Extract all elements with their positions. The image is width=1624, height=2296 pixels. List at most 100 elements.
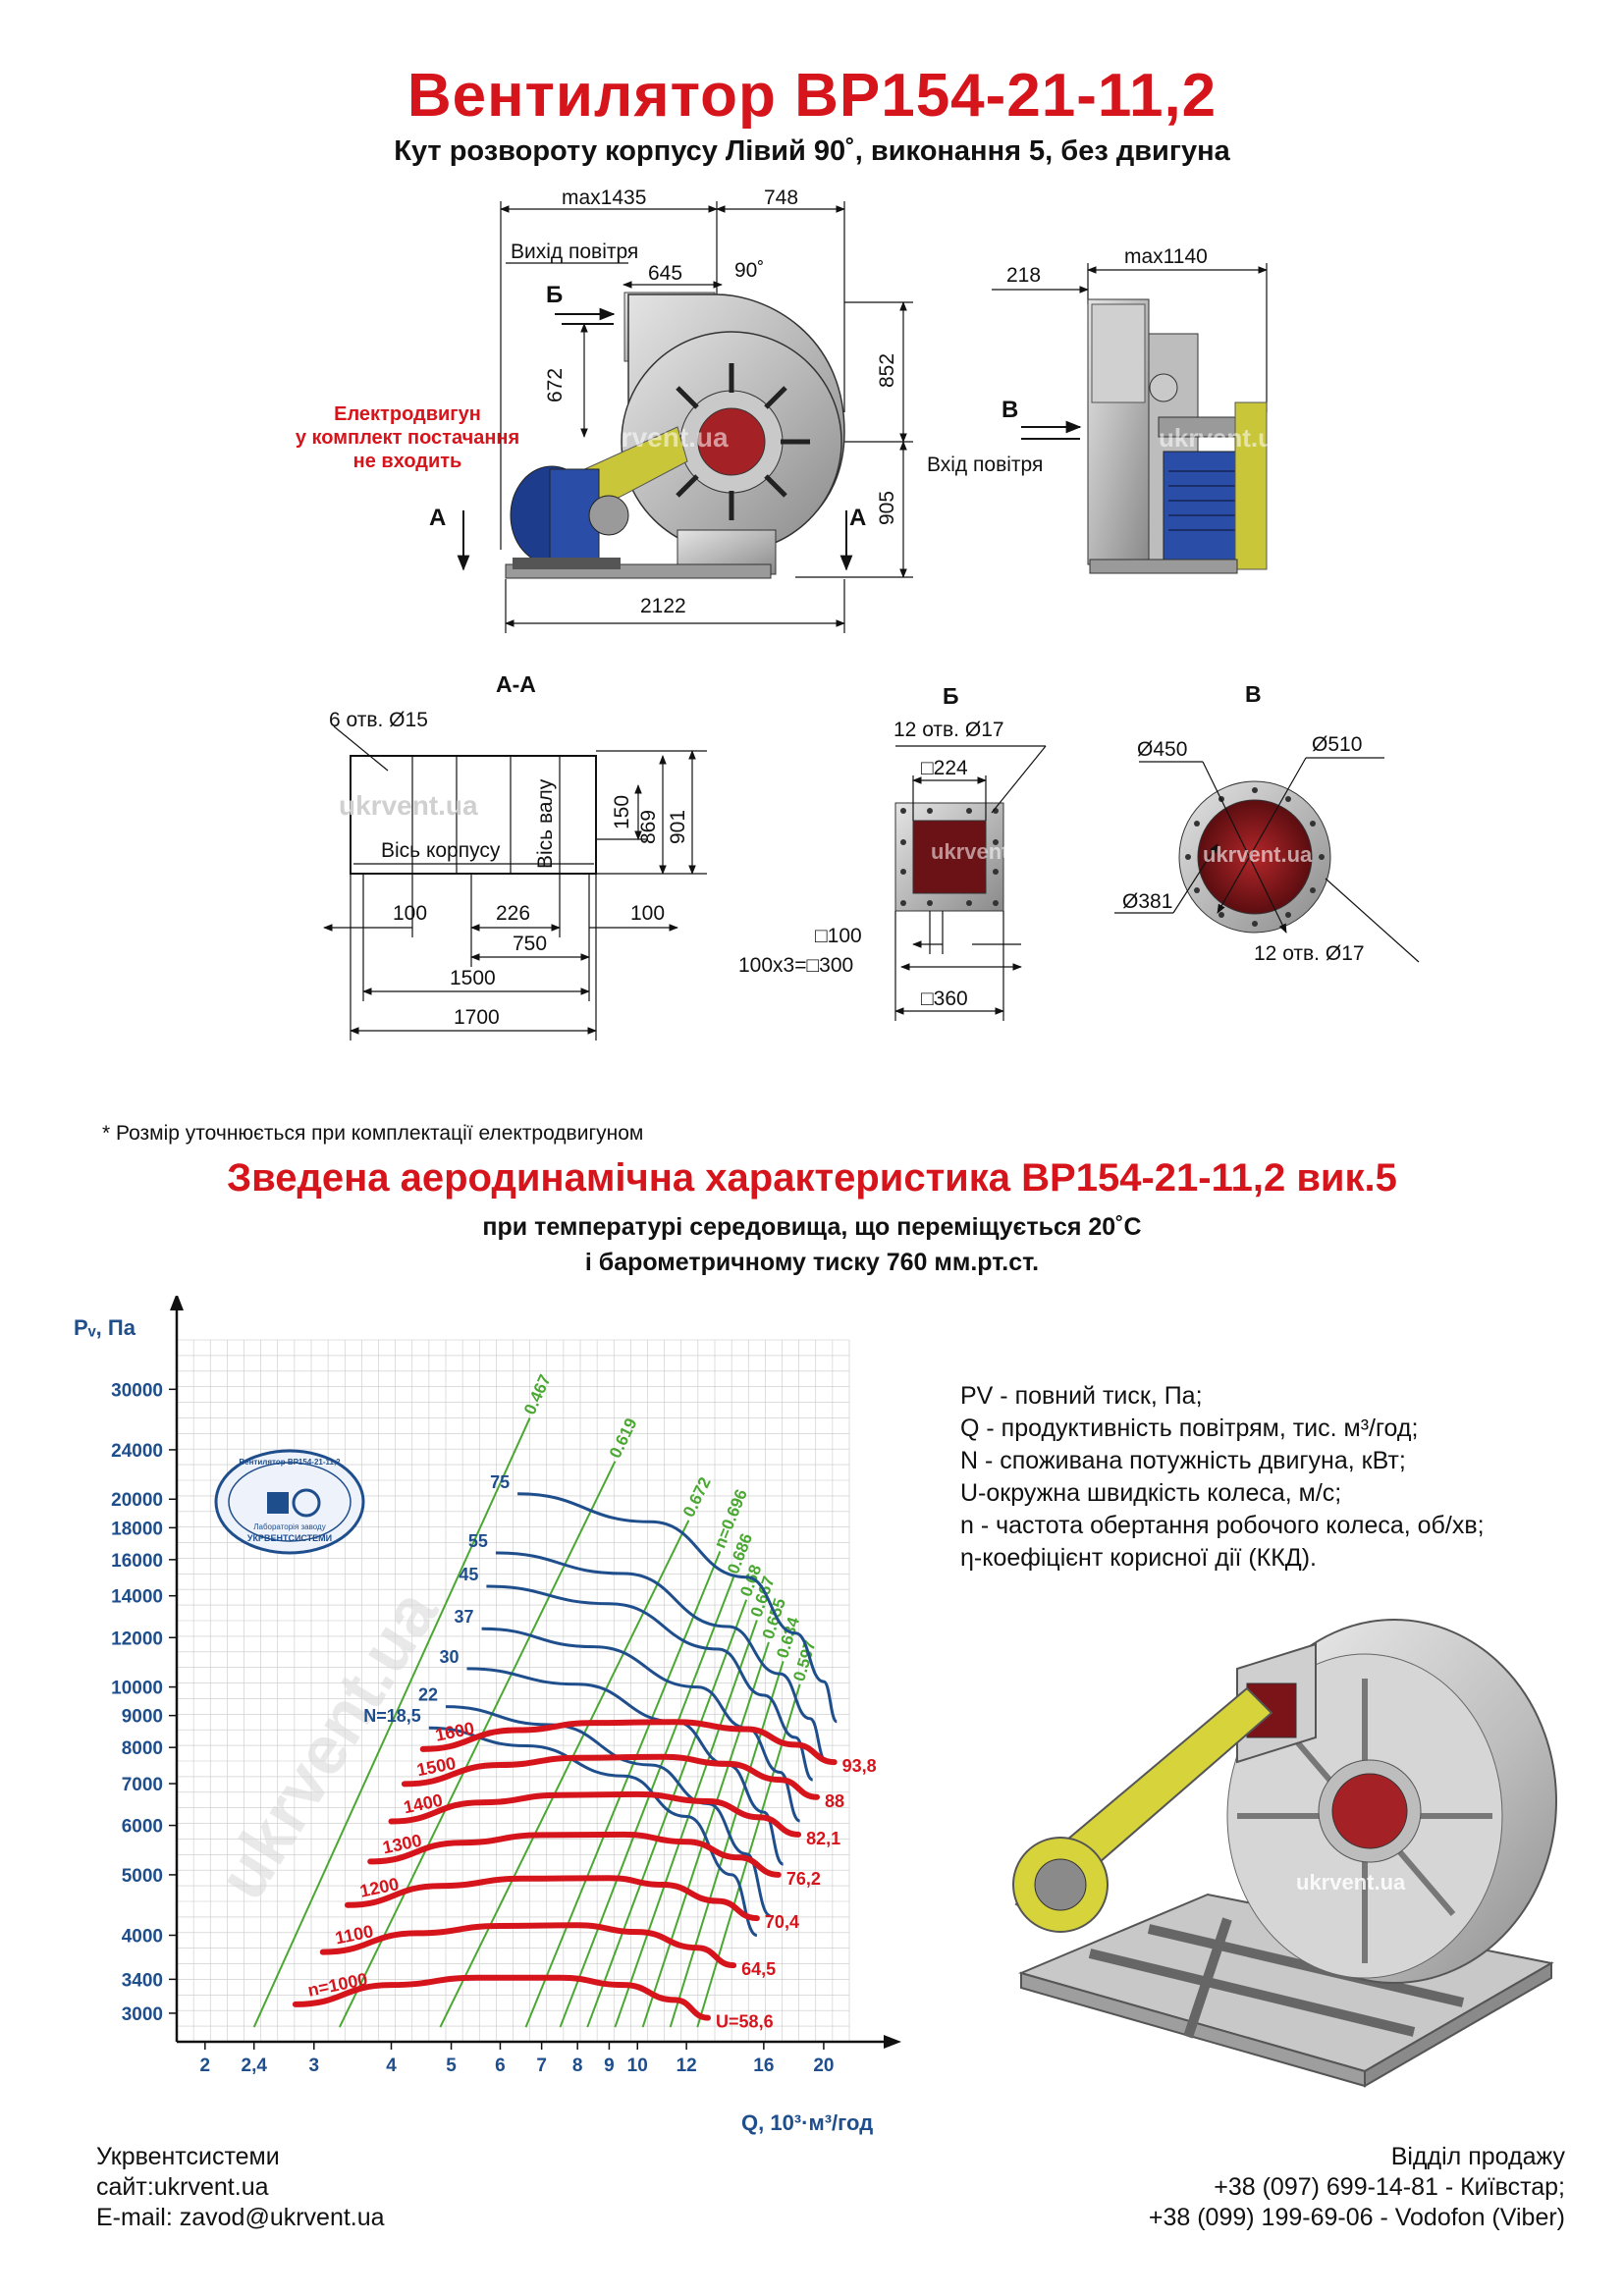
dim-max1435: max1435	[562, 187, 646, 209]
efficiency-label: 0.467	[520, 1371, 555, 1417]
section-aa	[323, 725, 707, 1041]
logo-line2: Лабораторія заводу	[253, 1522, 325, 1531]
dim-750: 750	[513, 933, 547, 955]
v-d450: Ø450	[1137, 738, 1187, 761]
x-tick-label: 16	[753, 2056, 774, 2076]
speed-u-label: 64,5	[741, 1959, 776, 1979]
power-curve	[466, 1667, 785, 1866]
dim-905: 905	[876, 491, 898, 525]
dim-2122: 2122	[640, 595, 686, 617]
dim-226: 226	[496, 902, 530, 925]
chart-legend: PV - повний тиск, Па; Q - продуктивність…	[960, 1380, 1485, 1575]
front-view	[457, 201, 913, 633]
watermark-side: ukrvent.ua	[1159, 423, 1288, 453]
site-link[interactable]: сайт:ukrvent.ua	[96, 2173, 269, 2201]
dim-869: 869	[637, 810, 660, 844]
email-link[interactable]: E-mail: zavod@ukrvent.ua	[96, 2204, 385, 2231]
view-b-flange	[894, 745, 1047, 1021]
efficiency-line	[559, 1576, 735, 2028]
y-tick-label: 7000	[122, 1775, 163, 1795]
x-tick-label: 20	[813, 2056, 834, 2076]
dim-max1140: max1140	[1124, 245, 1208, 268]
power-label: N=18,5	[363, 1706, 421, 1726]
y-tick-label: 16000	[111, 1551, 163, 1572]
y-tick-label: 30000	[111, 1380, 163, 1401]
power-label: 55	[468, 1531, 488, 1551]
legend-item: η-коефіцієнт корисної дії (ККД).	[960, 1544, 1317, 1572]
fan-housing	[505, 292, 845, 579]
power-label: 75	[490, 1472, 510, 1492]
efficiency-line	[439, 1520, 690, 2028]
document-title: Вентилятор ВР154-21-11,2	[406, 62, 1218, 130]
aa-holes: 6 отв. Ø15	[329, 709, 428, 731]
y-tick-label: 18000	[111, 1519, 163, 1539]
watermark-front: ukrvent.ua	[589, 422, 729, 453]
y-tick-label: 10000	[111, 1679, 163, 1699]
speed-curve	[388, 1790, 802, 1838]
technical-drawings: ukrvent.ua max1435 748 Вихід повітря 645…	[296, 187, 1420, 1041]
x-tick-label: 6	[495, 2056, 506, 2076]
view-b-marker: Б	[546, 282, 563, 308]
y-axis-label: Pᵥ, Па	[74, 1315, 136, 1340]
motor-note-line2: у комплект постачання	[296, 427, 519, 449]
company-name: Укрвентсистеми	[96, 2143, 280, 2170]
x-tick-label: 12	[677, 2056, 697, 2076]
power-curve	[481, 1627, 801, 1823]
efficiency-line	[524, 1550, 722, 2028]
speed-u-label: U=58,6	[716, 2012, 774, 2032]
y-axis-arrow	[170, 1296, 184, 1310]
speed-curve	[345, 1875, 760, 1922]
logo-line1: Вентилятор ВР154-21-11,2	[239, 1458, 341, 1467]
efficiency-line	[614, 1620, 758, 2028]
speed-curve	[419, 1719, 838, 1766]
x-tick-label: 10	[627, 2056, 648, 2076]
y-tick-label: 14000	[111, 1587, 163, 1608]
x-tick-label: 8	[572, 2056, 583, 2076]
power-curve	[495, 1551, 828, 1763]
chart-logo: Вентилятор ВР154-21-11,2 Лабораторія зав…	[214, 1449, 365, 1555]
phone-vodafone[interactable]: +38 (099) 199-69-06 - Vodofon (Viber)	[1148, 2204, 1565, 2231]
document-subtitle: Кут розвороту корпусу Лівий 90˚, виконан…	[394, 135, 1230, 167]
speed-u-label: 93,8	[842, 1756, 877, 1776]
x-tick-label: 3	[308, 2056, 319, 2076]
section-a-right: А	[849, 505, 866, 531]
x-axis-label: Q, 10³·м³/год	[741, 2110, 873, 2135]
x-tick-label: 2	[200, 2056, 211, 2076]
watermark-b: ukrvent.ua	[931, 839, 1041, 864]
power-label: 30	[439, 1647, 459, 1667]
legend-item: PV - повний тиск, Па;	[960, 1382, 1203, 1410]
y-tick-label: 3000	[122, 2004, 163, 2025]
chart-title: Зведена аеродинамічна характеристика ВР1…	[227, 1156, 1397, 1200]
y-tick-label: 5000	[122, 1866, 163, 1887]
v-holes: 12 отв. Ø17	[1254, 942, 1365, 965]
power-curve	[428, 1726, 758, 1937]
y-tick-label: 20000	[111, 1490, 163, 1511]
b-holes: 12 отв. Ø17	[893, 719, 1004, 741]
efficiency-line	[252, 1416, 531, 2028]
chart-watermark: ukrvent.ua	[203, 1576, 453, 1912]
dim-852: 852	[876, 353, 898, 388]
dim-218: 218	[1006, 264, 1041, 287]
efficiency-label: 0.619	[606, 1415, 641, 1462]
efficiency-line	[669, 1660, 785, 2028]
dim-1500: 1500	[450, 967, 496, 989]
dim-100-left: 100	[393, 902, 427, 925]
footer-sales: Відділ продажу +38 (097) 699-14-81 - Киї…	[1149, 2142, 1565, 2233]
y-tick-label: 9000	[122, 1707, 163, 1728]
dim-901: 901	[667, 810, 689, 844]
watermark-v: ukrvent.ua	[1203, 842, 1313, 867]
motor-note-line1: Електродвигун	[334, 403, 481, 425]
power-label: 22	[418, 1685, 438, 1705]
legend-item: n - частота обертання робочого колеса, о…	[960, 1512, 1485, 1539]
x-axis-arrow	[884, 2035, 901, 2049]
view-v-marker: В	[1001, 397, 1018, 423]
v-d510: Ø510	[1312, 733, 1362, 756]
x-tick-label: 2,4	[242, 2056, 268, 2076]
dim-672: 672	[544, 368, 567, 402]
dim-645: 645	[648, 262, 682, 285]
x-tick-label: 9	[604, 2056, 615, 2076]
power-label: 37	[455, 1607, 474, 1627]
speed-curves: n=1000U=58,6110064,5120070,4130076,21400…	[292, 1718, 877, 2032]
phone-kyivstar[interactable]: +38 (097) 699-14-81 - Київстар;	[1214, 2173, 1565, 2201]
